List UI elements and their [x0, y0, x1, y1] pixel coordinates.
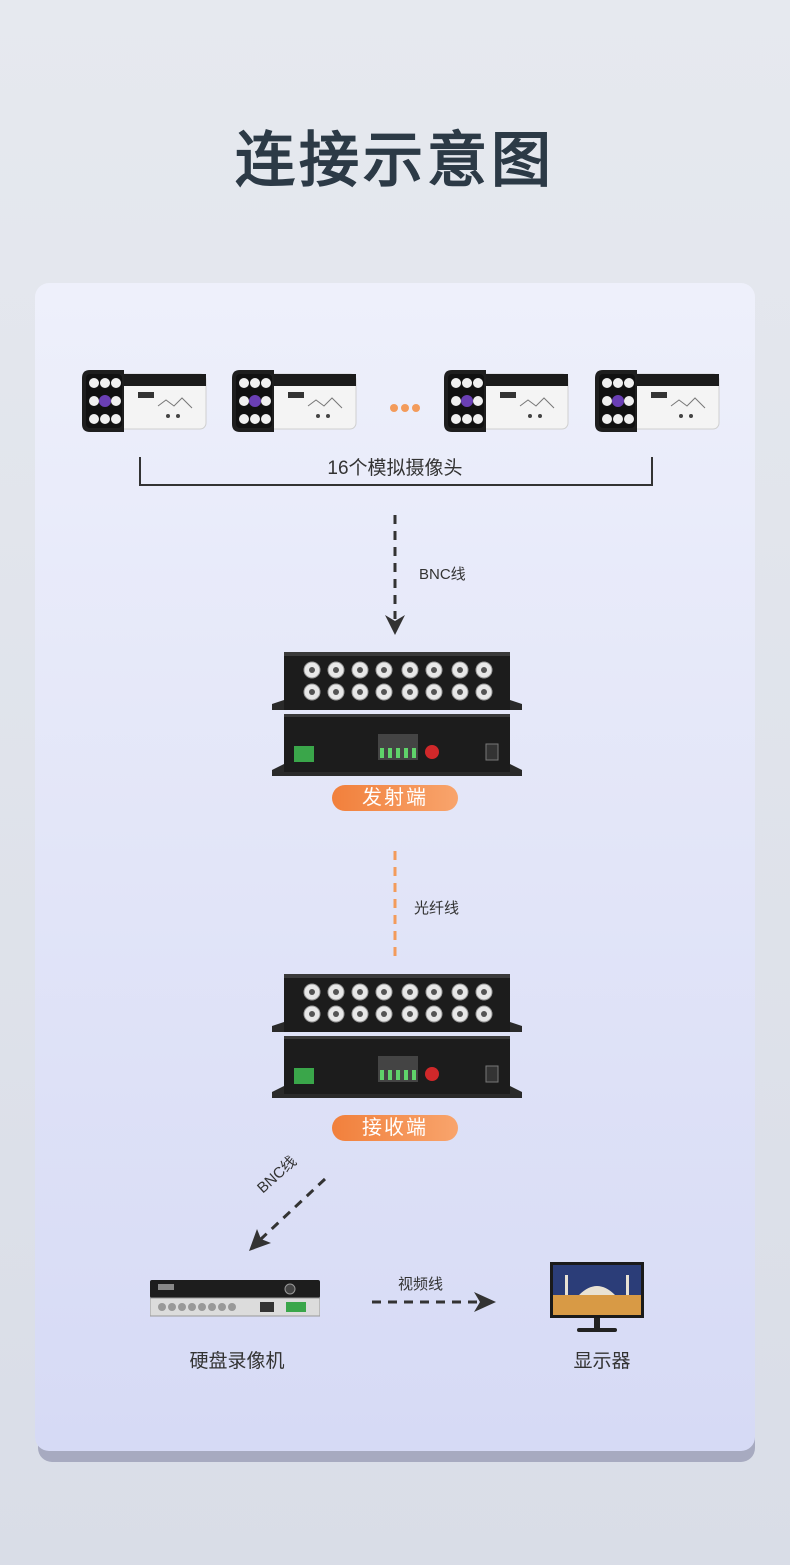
transmitter-badge: 发射端: [332, 785, 458, 811]
fiber-line: [393, 851, 397, 957]
video-link-label: 视频线: [398, 1276, 444, 1293]
dvr-icon: [150, 1280, 320, 1317]
page-title: 连接示意图: [235, 127, 555, 194]
cameras-label: 16个模拟摄像头: [327, 458, 463, 479]
camera-icon: [443, 369, 569, 433]
optical-transceiver-icon: [271, 974, 523, 1099]
arrow-right-icon: [372, 1292, 496, 1312]
receiver-badge: 接收端: [332, 1115, 458, 1141]
ellipsis-dot: [401, 404, 409, 412]
ellipsis-dot: [412, 404, 420, 412]
camera-icon: [231, 369, 357, 433]
camera-icon: [81, 369, 207, 433]
dvr-label: 硬盘录像机: [189, 1351, 285, 1372]
bnc-link-label: BNC线: [419, 566, 466, 583]
monitor-icon: [550, 1262, 644, 1332]
camera-icon: [594, 369, 720, 433]
cameras-bracket: [139, 457, 653, 486]
monitor-label: 显示器: [573, 1351, 631, 1372]
fiber-link-label: 光纤线: [414, 900, 460, 917]
arrow-down-left-icon: [249, 1177, 327, 1251]
optical-transceiver-icon: [271, 652, 523, 777]
ellipsis-dot: [390, 404, 398, 412]
arrow-down-icon: [385, 515, 405, 635]
